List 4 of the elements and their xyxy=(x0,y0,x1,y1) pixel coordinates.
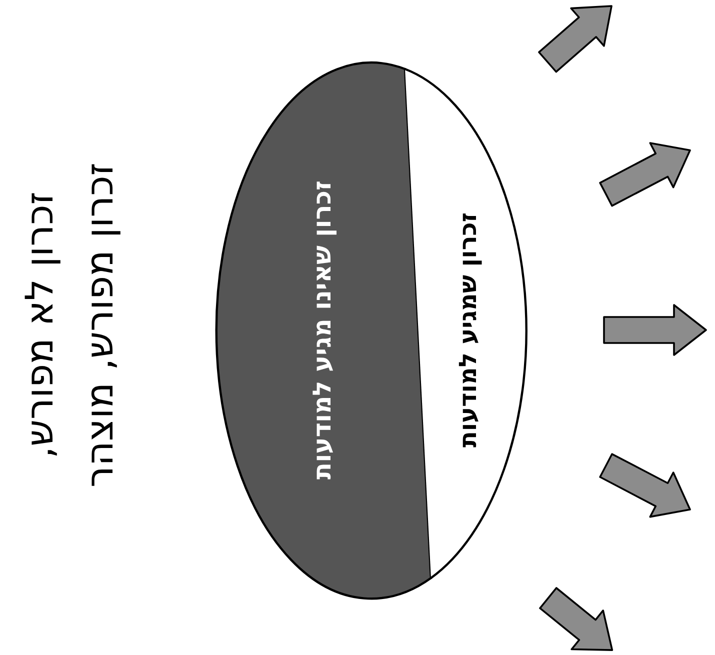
caption-text: זכרון מפורש, מוצהר xyxy=(76,162,122,490)
region-text: זכרון שאינו מגיע למודעות xyxy=(306,180,338,482)
region-text: זכרון שמגיע למודעות xyxy=(453,211,483,450)
caption-text: זכרון לא מפורש, xyxy=(16,190,62,460)
